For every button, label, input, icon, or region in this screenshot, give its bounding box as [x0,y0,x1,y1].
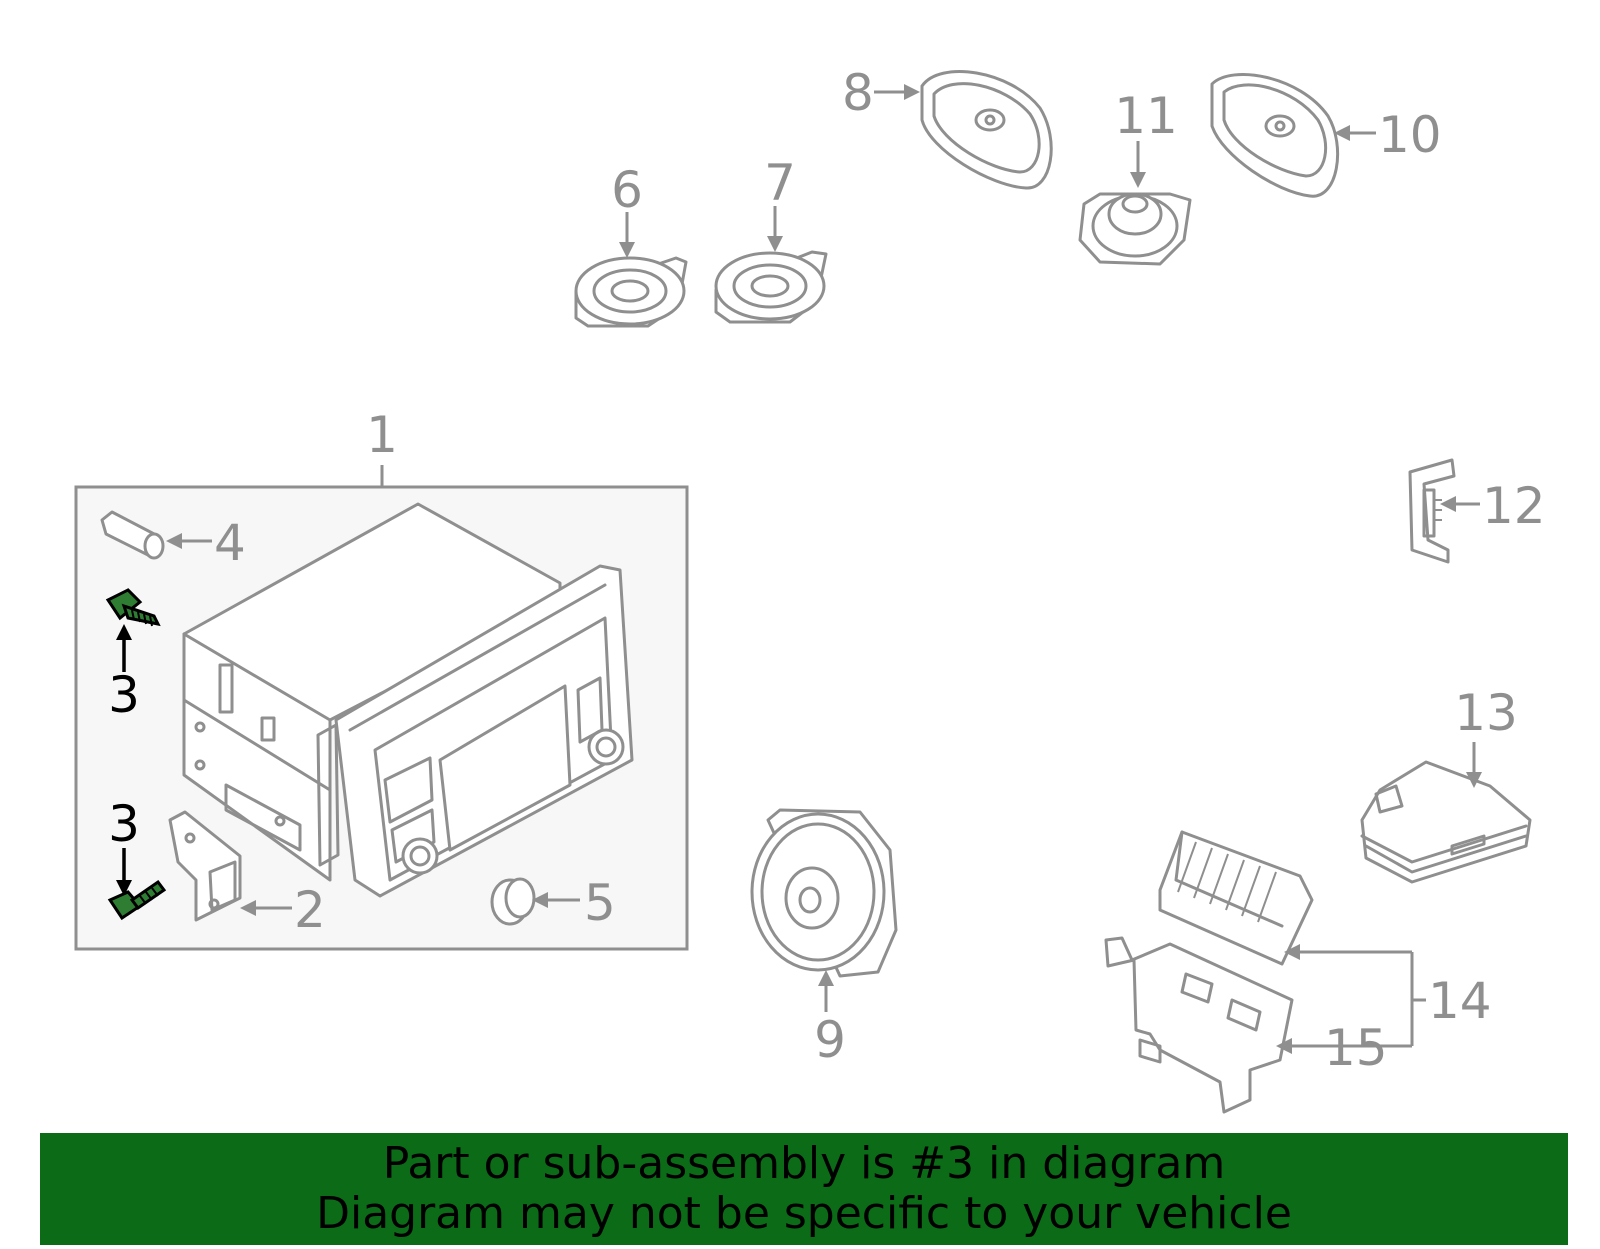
screw-upper-highlighted [105,588,161,627]
speaker-9-drawing [750,808,898,978]
info-banner: Part or sub-assembly is #3 in diagram Di… [40,1133,1568,1245]
callout-5: 5 [584,874,616,932]
callout-13: 13 [1454,684,1518,742]
arrow-7 [767,236,783,252]
arrow-4 [166,533,182,549]
speaker-6-drawing [574,256,688,328]
callout-15: 15 [1324,1019,1388,1077]
callout-6: 6 [611,161,643,219]
speaker-7-drawing [714,250,828,324]
arrow-8 [904,84,920,100]
arrow-3-lower [116,880,132,896]
screw-lower-highlighted [107,879,167,921]
callout-3-lower: 3 [108,795,140,853]
callout-14: 14 [1428,972,1492,1030]
arrow-13 [1466,772,1482,788]
cap-drawing [490,877,536,926]
callout-10: 10 [1378,106,1442,164]
callout-12: 12 [1482,477,1546,535]
arrow-14 [1284,944,1300,960]
callout-4: 4 [214,514,246,572]
bracket-15-drawing [1104,936,1294,1114]
arrow-6 [619,242,635,258]
callout-1: 1 [366,406,398,464]
bracket-drawing [168,810,242,922]
module-13-drawing [1360,760,1532,884]
arrow-2 [240,900,256,916]
arrow-5 [532,892,548,908]
speaker-8-drawing [920,70,1053,190]
speaker-11-drawing [1078,192,1192,266]
arrow-15 [1276,1038,1292,1054]
arrow-10 [1334,125,1350,141]
banner-line-1: Part or sub-assembly is #3 in diagram [382,1138,1226,1189]
clip-12-drawing [1408,458,1456,564]
callout-8: 8 [842,64,874,122]
knob-drawing [100,510,165,560]
arrow-3-upper [116,624,132,640]
speaker-10-drawing [1210,73,1340,198]
leader-14 [1290,950,1426,1048]
callout-11: 11 [1114,87,1178,145]
arrow-11 [1130,172,1146,188]
callout-2: 2 [294,881,326,939]
arrow-9 [818,970,834,986]
banner-line-2: Diagram may not be specific to your vehi… [316,1188,1292,1239]
head-unit-drawing [182,502,634,898]
callout-3-upper: 3 [108,666,140,724]
arrow-12 [1440,496,1456,512]
callout-9: 9 [814,1011,846,1069]
amplifier-14-drawing [1158,830,1314,966]
callout-7: 7 [764,154,796,212]
